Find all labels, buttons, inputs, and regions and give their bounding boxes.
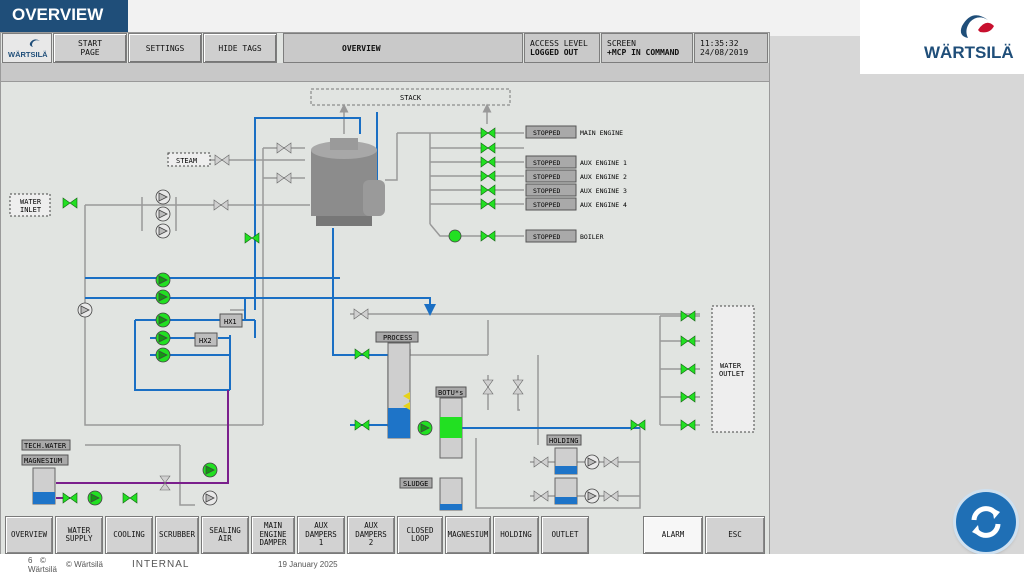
- nav-esc[interactable]: ESC: [705, 516, 765, 554]
- botu-indicator: [440, 417, 462, 438]
- process-tag: [375, 331, 419, 343]
- slide-footer: 6 © Wärtsilä © Wärtsilä INTERNAL 19 Janu…: [0, 554, 1024, 574]
- svg-text:AUX ENGINE 3: AUX ENGINE 3: [580, 187, 627, 195]
- svg-text:STOPPED: STOPPED: [533, 187, 560, 195]
- svg-text:STOPPED: STOPPED: [533, 129, 560, 137]
- sludge-tank-level: [440, 504, 462, 510]
- nav-aux-dampers-1[interactable]: AUX DAMPERS 1: [297, 516, 345, 554]
- nav-closed-loop[interactable]: CLOSED LOOP: [397, 516, 443, 554]
- nav-water-supply[interactable]: WATER SUPPLY: [55, 516, 103, 554]
- tech-water-tag: [21, 439, 71, 451]
- wartsila-logo-icon: WÄRTSILÄ: [8, 39, 48, 59]
- clock-date: 24/08/2019: [700, 48, 749, 57]
- wartsila-logo-icon: WÄRTSILÄ: [860, 0, 1024, 74]
- nav-cooling[interactable]: COOLING: [105, 516, 153, 554]
- nav-aux-dampers-2[interactable]: AUX DAMPERS 2: [347, 516, 395, 554]
- magnesium-line: [56, 390, 229, 499]
- svg-text:STOPPED: STOPPED: [533, 173, 560, 181]
- screen-label: SCREEN: [607, 39, 636, 48]
- svg-text:BOILER: BOILER: [580, 233, 604, 241]
- refresh-button[interactable]: [956, 492, 1016, 552]
- magnesium-label: MAGNESIUM: [24, 457, 62, 465]
- stack-label: STACK: [400, 94, 422, 102]
- nav-outlet[interactable]: OUTLET: [541, 516, 589, 554]
- stack-box: [310, 88, 511, 106]
- magnesium-tag: [21, 454, 69, 466]
- access-level-value: LOGGED OUT: [530, 48, 579, 57]
- holding-label: HOLDING: [549, 437, 579, 445]
- botu-label: BOTU*s: [438, 389, 463, 397]
- hx1-label: HX1: [224, 318, 237, 326]
- nav-scrubber[interactable]: SCRUBBER: [155, 516, 199, 554]
- screen-title: OVERVIEW: [283, 33, 523, 63]
- nav-holding[interactable]: HOLDING: [493, 516, 539, 554]
- sludge-tag: [399, 477, 433, 489]
- valves: [62, 127, 696, 504]
- steam-box: [167, 152, 211, 167]
- footer-date: 19 January 2025: [278, 560, 338, 569]
- copyright-symbol: ©: [40, 556, 46, 565]
- engine-status-list: STOPPED MAIN ENGINE STOPPED AUX ENGINE 1 S…: [525, 125, 627, 243]
- exhaust-lines: [84, 103, 700, 509]
- process-tank-level: [388, 408, 410, 438]
- settings-button[interactable]: SETTINGS: [128, 33, 202, 63]
- clock-time: 11:35:32: [700, 39, 739, 48]
- hmi-window: [0, 32, 770, 556]
- scrubber-tower: [311, 138, 385, 226]
- footer-copyright: © Wärtsilä: [66, 560, 104, 569]
- water-inlet-box: [9, 193, 51, 217]
- access-level-label: ACCESS LEVEL: [530, 39, 588, 48]
- svg-text:STOPPED: STOPPED: [533, 201, 560, 209]
- nav-alarm[interactable]: ALARM: [643, 516, 703, 554]
- svg-text:STOPPED: STOPPED: [533, 233, 560, 241]
- page-number: 6: [28, 556, 33, 565]
- process-diagram: STACK: [9, 88, 755, 511]
- start-page-button[interactable]: START PAGE: [53, 33, 127, 63]
- process-label: PROCESS: [383, 334, 413, 342]
- svg-text:WÄRTSILÄ: WÄRTSILÄ: [8, 50, 48, 59]
- nav-overview[interactable]: OVERVIEW: [5, 516, 53, 554]
- holding-tag: [546, 434, 582, 446]
- svg-text:AUX ENGINE 2: AUX ENGINE 2: [580, 173, 627, 181]
- svg-text:MAIN ENGINE: MAIN ENGINE: [580, 129, 623, 137]
- steam-label: STEAM: [176, 157, 197, 165]
- small-logo: WÄRTSILÄ: [2, 33, 52, 63]
- screen-panel: SCREEN +MCP IN COMMAND: [601, 33, 693, 63]
- clock-panel: 11:35:32 24/08/2019: [694, 33, 768, 63]
- nav-sealing-air[interactable]: SEALING AIR: [201, 516, 249, 554]
- level-indicators: [403, 392, 410, 410]
- footer-classification: INTERNAL: [132, 559, 190, 570]
- pumps: [77, 189, 600, 506]
- svg-text:AUX ENGINE 1: AUX ENGINE 1: [580, 159, 627, 167]
- nav-main-engine-damper[interactable]: MAIN ENGINE DAMPER: [251, 516, 295, 554]
- hide-tags-button[interactable]: HIDE TAGS: [203, 33, 277, 63]
- manual-valves: [159, 142, 619, 502]
- hx1-box: [219, 313, 243, 328]
- svg-text:STOPPED: STOPPED: [533, 159, 560, 167]
- logo-text: WÄRTSILÄ: [924, 43, 1014, 62]
- slide-top-band: [0, 0, 1024, 36]
- botu-tag: [435, 386, 467, 398]
- tech-water-label: TECH.WATER: [24, 442, 67, 450]
- magnesium-tank-level: [33, 492, 55, 504]
- sludge-label: SLUDGE: [403, 480, 428, 488]
- hx2-box: [194, 332, 218, 347]
- access-level-panel: ACCESS LEVEL LOGGED OUT: [524, 33, 600, 63]
- water-outlet-box: [711, 305, 755, 433]
- nav-magnesium[interactable]: MAGNESIUM: [445, 516, 491, 554]
- svg-text:AUX ENGINE 4: AUX ENGINE 4: [580, 201, 627, 209]
- hx2-label: HX2: [199, 337, 212, 345]
- slide-title: OVERVIEW: [0, 0, 128, 32]
- refresh-icon: [971, 506, 1001, 538]
- screen-value: +MCP IN COMMAND: [607, 48, 680, 57]
- header-strip: [1, 63, 769, 82]
- footer-company: Wärtsilä: [28, 565, 57, 574]
